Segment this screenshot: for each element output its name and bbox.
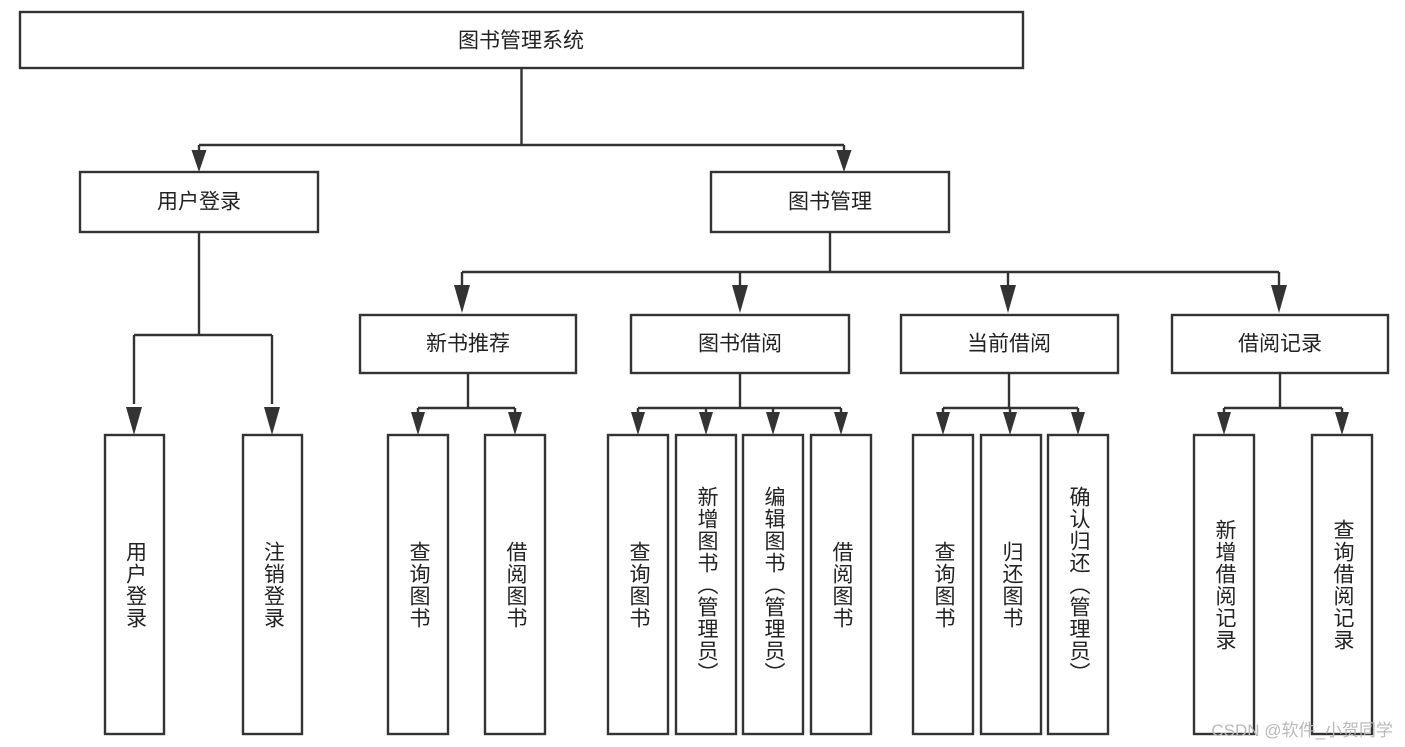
leaf-box-new-book-0[interactable] <box>386 433 450 736</box>
node-book-borrow[interactable]: 图书借阅 <box>629 313 851 375</box>
leaf-box-borrow-record-0[interactable] <box>1192 433 1256 736</box>
connector-borrow-record-to-leaves <box>1217 373 1349 435</box>
leaf-box-current-borrow-1[interactable] <box>979 433 1043 736</box>
leaf-box-book-borrow-2[interactable] <box>741 433 805 736</box>
node-user-login-label: 用户登录 <box>157 191 241 214</box>
leaf-box-user-login-1[interactable] <box>241 433 304 736</box>
node-borrow-record[interactable]: 借阅记录 <box>1170 313 1390 375</box>
node-book-borrow-label: 图书借阅 <box>698 333 782 356</box>
leaf-box-book-borrow-3[interactable] <box>809 433 873 736</box>
node-root[interactable]: 图书管理系统 <box>18 10 1025 70</box>
leaf-box-current-borrow-0[interactable] <box>911 433 975 736</box>
arrowhead-user-login <box>191 150 207 172</box>
node-root-label: 图书管理系统 <box>458 30 584 53</box>
node-current-borrow[interactable]: 当前借阅 <box>899 313 1120 375</box>
connector-new-book-recommend-to-leaves <box>411 373 522 435</box>
connector-current-borrow-to-leaves <box>936 373 1085 435</box>
leaf-box-borrow-record-1[interactable] <box>1310 433 1374 736</box>
leaf-box-new-book-1[interactable] <box>483 433 547 736</box>
connector-root-to-level2 <box>191 68 852 172</box>
node-new-book-recommend-box <box>358 313 578 375</box>
node-user-login[interactable]: 用户登录 <box>78 170 320 234</box>
node-root-box <box>18 10 1025 70</box>
node-new-book-recommend-label: 新书推荐 <box>426 333 510 356</box>
leaf-box-user-login-0[interactable] <box>103 433 166 736</box>
connector-user-login-to-leaves <box>126 232 280 435</box>
arrowhead-book-manage <box>836 150 852 172</box>
node-book-manage-label: 图书管理 <box>788 191 872 214</box>
connector-book-manage-to-level3 <box>454 232 1287 313</box>
node-current-borrow-label: 当前借阅 <box>967 333 1051 356</box>
node-new-book-recommend[interactable]: 新书推荐 <box>358 313 578 375</box>
node-borrow-record-label: 借阅记录 <box>1238 333 1322 356</box>
node-book-manage[interactable]: 图书管理 <box>709 170 951 234</box>
node-current-borrow-box <box>899 313 1120 375</box>
leaf-box-book-borrow-1[interactable] <box>674 433 738 736</box>
connector-book-borrow-to-leaves <box>631 373 848 435</box>
node-user-login-box <box>78 170 320 234</box>
leaf-box-book-borrow-0[interactable] <box>606 433 670 736</box>
leaf-box-current-borrow-2[interactable] <box>1046 433 1110 736</box>
watermark-text: CSDN @软件_小贺同学 <box>1211 721 1393 740</box>
